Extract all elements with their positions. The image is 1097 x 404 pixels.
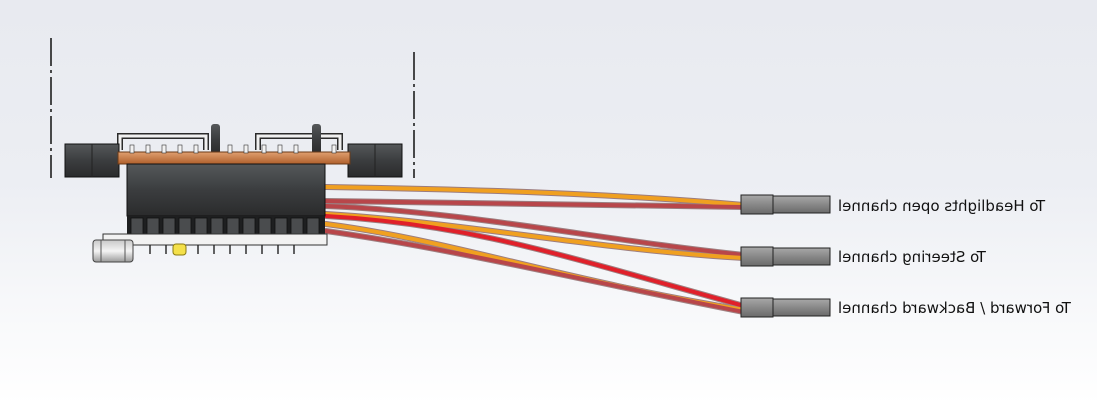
left-post — [211, 124, 220, 154]
capacitor-cylinder — [92, 239, 134, 263]
forward-backward-channel-label: To Forward / Backward channel — [838, 299, 1072, 317]
pcb-strip — [117, 151, 351, 165]
base-pins — [149, 245, 295, 254]
base-board — [102, 233, 328, 246]
steering-connector — [740, 246, 831, 267]
pcb-pins — [129, 144, 337, 154]
yellow-component — [172, 243, 187, 256]
headlights-wire-red — [324, 199, 746, 209]
headlights-connector — [740, 194, 831, 215]
module-body — [126, 163, 326, 217]
pin-header — [127, 216, 325, 236]
steering-channel-label: To Steering channel — [838, 248, 987, 266]
steering-wire-red — [324, 204, 746, 257]
wire-bundle — [323, 184, 747, 315]
headlights-channel-label: To Headlights open channel — [838, 197, 1046, 215]
steering-wire-orange — [324, 212, 746, 260]
esc-module — [64, 124, 403, 263]
forward-wire-red — [324, 229, 746, 314]
headlights-wire-orange — [324, 185, 746, 207]
guide-lines — [50, 38, 415, 178]
forward-backward-connector — [740, 297, 831, 318]
forward-wire-bright-red — [324, 214, 746, 308]
right-post — [312, 124, 321, 154]
